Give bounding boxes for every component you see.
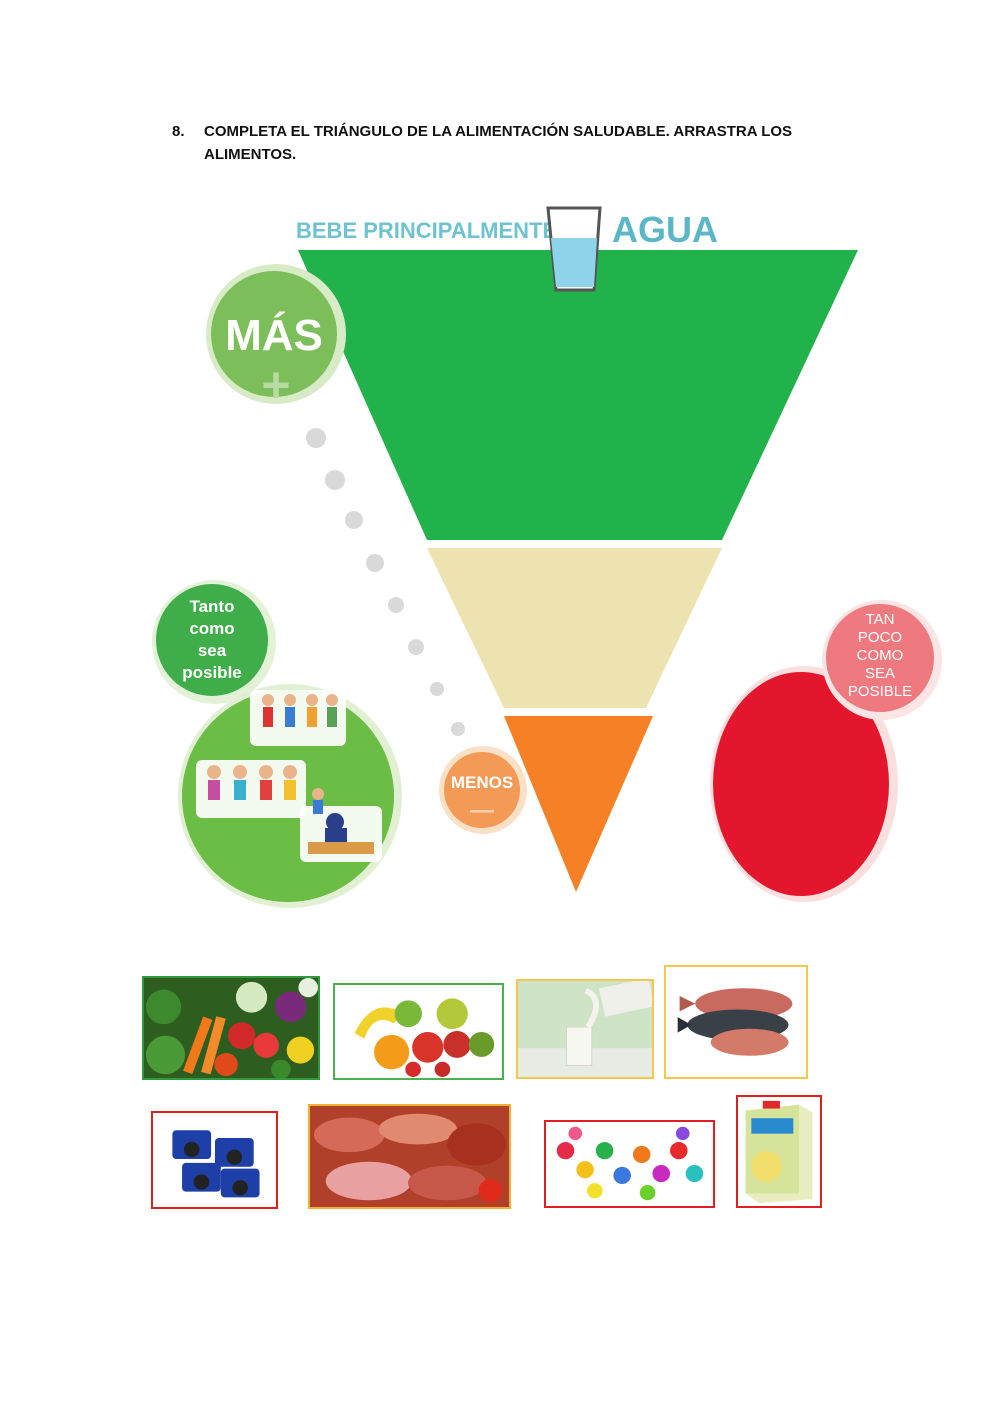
less-minus-icon: — <box>470 797 494 824</box>
water-word-text: AGUA <box>612 209 718 250</box>
activity-circle[interactable] <box>178 684 402 908</box>
as-little-line-5: POSIBLE <box>848 683 912 700</box>
food-cookies[interactable] <box>151 1111 278 1209</box>
as-little-line-4: SEA <box>865 665 895 682</box>
sausages-image <box>310 1106 509 1207</box>
cookies-image <box>153 1113 276 1207</box>
instruction-number: 8. <box>172 123 185 140</box>
food-fruits[interactable] <box>333 983 504 1080</box>
food-sausages[interactable] <box>308 1104 511 1209</box>
food-juice[interactable] <box>736 1095 822 1208</box>
as-much-line-1: Tanto <box>189 597 234 616</box>
fruits-image <box>335 985 502 1078</box>
less-circle: MENOS — <box>439 746 527 834</box>
food-vegetables[interactable] <box>142 976 320 1080</box>
as-little-line-3: COMO <box>857 647 904 664</box>
juice-image <box>738 1097 820 1206</box>
pyramid-top-green[interactable] <box>298 250 858 540</box>
dotted-connector <box>306 428 465 736</box>
kids-playing-icon <box>196 690 382 862</box>
milk-image <box>518 981 652 1077</box>
as-much-line-2: como <box>189 619 234 638</box>
pyramid-middle-beige[interactable] <box>427 548 722 708</box>
food-milk[interactable] <box>516 979 654 1079</box>
as-little-red-circle[interactable] <box>710 666 898 902</box>
more-circle: MÁS + <box>206 264 346 413</box>
instruction: 8. COMPLETA EL TRIÁNGULO DE LA ALIMENTAC… <box>172 120 852 166</box>
food-candies[interactable] <box>544 1120 715 1208</box>
instruction-text: COMPLETA EL TRIÁNGULO DE LA ALIMENTACIÓN… <box>204 123 793 163</box>
more-plus-icon: + <box>261 357 290 413</box>
vegetables-image <box>144 978 318 1078</box>
as-much-circle: Tanto como sea posible <box>152 580 276 704</box>
pyramid-bottom-orange[interactable] <box>504 716 653 892</box>
candies-image <box>546 1122 713 1206</box>
food-fish[interactable] <box>664 965 808 1079</box>
as-much-line-4: posible <box>182 663 242 682</box>
as-little-line-1: TAN <box>866 611 895 628</box>
more-label: MÁS <box>225 310 323 360</box>
as-much-line-3: sea <box>198 641 227 660</box>
as-little-line-2: POCO <box>858 629 902 646</box>
water-prefix-text: BEBE PRINCIPALMENTE <box>296 218 557 243</box>
as-little-circle: TAN POCO COMO SEA POSIBLE <box>822 600 942 720</box>
less-label: MENOS <box>451 773 513 792</box>
water-glass-icon <box>546 206 602 292</box>
fish-image <box>666 967 806 1077</box>
